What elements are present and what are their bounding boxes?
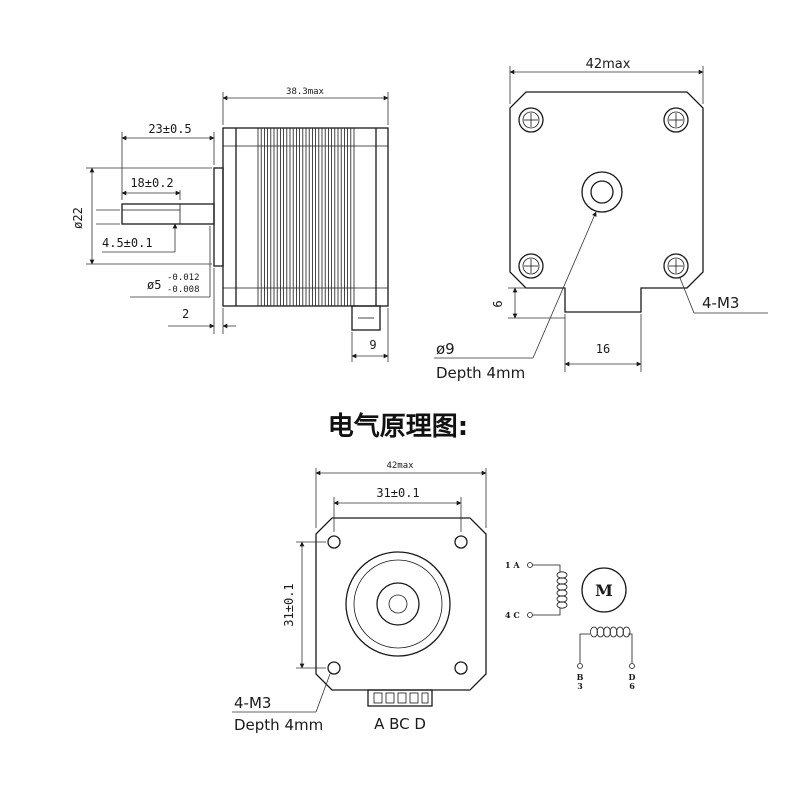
terminal-3: 3	[577, 681, 583, 691]
dim-length: 38.3max	[286, 87, 325, 97]
coil-phase-a	[556, 571, 568, 609]
mounting-hole-tl	[518, 107, 544, 133]
shaft-tol-lower: -0.008	[167, 285, 200, 295]
terminal-6: 6	[629, 681, 635, 691]
motor-shaft	[121, 203, 215, 225]
dim-rear-width: 42max	[386, 461, 414, 471]
rear-thread-label: 4-M3	[234, 694, 271, 712]
side-view: 38.3max 23±0.5 18±0.2 4.5±0.1 ø22 ø5 -0.…	[71, 87, 389, 362]
dim-shaft-diameter: ø5	[147, 278, 161, 292]
dim-hole-spacing-h: 31±0.1	[376, 486, 419, 500]
motor-symbol-letter: M	[595, 581, 613, 600]
dim-hole-spacing-v: 31±0.1	[282, 583, 296, 626]
connector-pins-label: A BC D	[374, 715, 426, 733]
shaft-tol-upper: -0.012	[167, 273, 200, 283]
front-plate-outline	[509, 91, 704, 313]
rear-hole-tl	[327, 535, 341, 549]
rear-connector	[351, 305, 381, 331]
terminal-b: B	[577, 672, 584, 682]
center-hole-outer	[581, 171, 623, 213]
section-title: 电气原理图:	[328, 411, 468, 442]
dim-flat-depth: 4.5±0.1	[102, 236, 153, 250]
mounting-hole-tr	[663, 107, 689, 133]
center-hole-label: ø9	[436, 340, 455, 358]
cooling-fins	[257, 128, 355, 306]
dim-connector-width: 9	[369, 338, 376, 352]
dim-shaft-length: 23±0.5	[148, 122, 191, 136]
rotor-hub	[376, 582, 420, 626]
dim-front-width: 42max	[586, 57, 631, 72]
motor-symbol	[581, 567, 627, 613]
dim-flat-length: 18±0.2	[130, 176, 173, 190]
terminal-1a: 1 A	[505, 560, 520, 570]
dim-boss-height: 2	[182, 307, 189, 321]
motor-body-outline	[222, 127, 389, 307]
dim-boss-diameter: ø22	[71, 207, 85, 229]
wiring-view: A BC D 42max 31±0.1 31±0.1 4-M3 Depth 4m…	[232, 461, 487, 734]
front-boss	[213, 167, 224, 267]
front-thread-label: 4-M3	[702, 294, 739, 312]
mounting-hole-br	[663, 253, 689, 279]
center-hole-depth: Depth 4mm	[436, 364, 525, 382]
rotor-outer	[345, 551, 451, 657]
rear-plate-outline	[315, 517, 487, 691]
terminal-d: D	[629, 672, 636, 682]
coil-phase-b	[590, 626, 631, 638]
rear-hole-br	[454, 661, 468, 675]
rear-hole-bl	[327, 661, 341, 675]
front-view: 42max ø9 Depth 4mm 4-M3 6 16	[434, 57, 768, 382]
rear-connector-block	[367, 689, 433, 707]
mounting-hole-bl	[518, 253, 544, 279]
rear-hole-tr	[454, 535, 468, 549]
dim-tab-height: 6	[491, 300, 505, 307]
dim-tab-width: 16	[596, 342, 610, 356]
terminal-4c: 4 C	[505, 610, 520, 620]
wiring-schematic: 1 A 4 C M B 3 D 6	[505, 560, 636, 691]
rear-depth-label: Depth 4mm	[234, 716, 323, 734]
center-hole-inner	[590, 180, 614, 204]
